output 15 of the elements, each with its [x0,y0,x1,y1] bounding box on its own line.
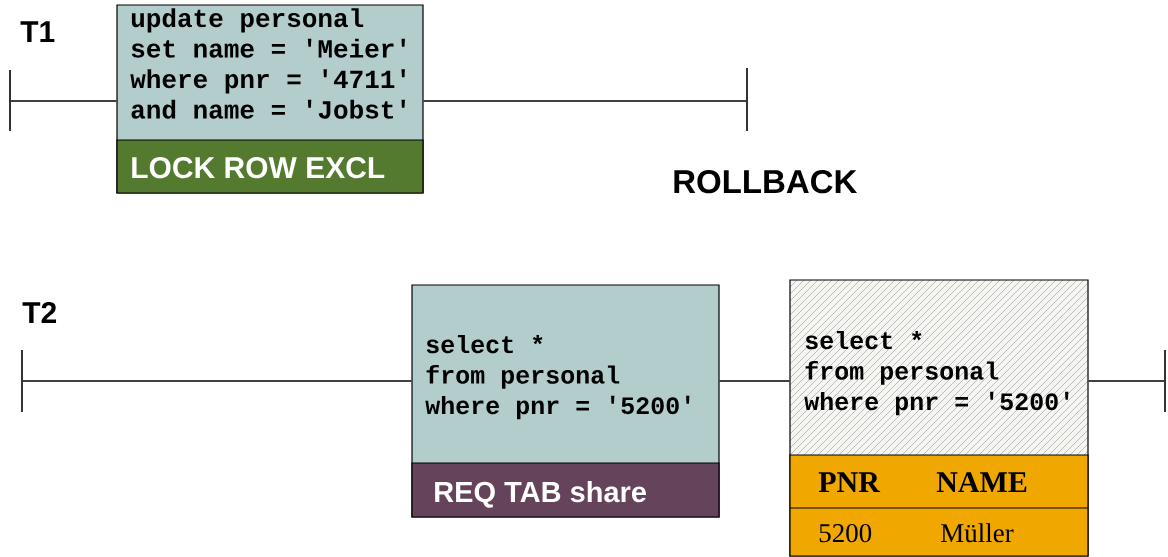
timeline [1087,380,1165,382]
status-label: ROLLBACK [674,169,858,194]
timeline-tick [9,70,11,131]
lock-label: LOCK ROW EXCL [116,139,424,194]
timeline-tick [1164,350,1166,412]
timeline [10,100,118,102]
timeline [22,380,413,382]
track-label: T1 [20,21,55,42]
timeline-tick [21,350,23,412]
timeline [718,380,791,382]
timeline-tick [746,68,748,131]
lock-request-label: REQ TAB share [411,462,720,518]
timeline [422,100,747,102]
result-table: PNR NAME 5200 Müller [789,454,1089,557]
track-label: T2 [22,302,56,323]
